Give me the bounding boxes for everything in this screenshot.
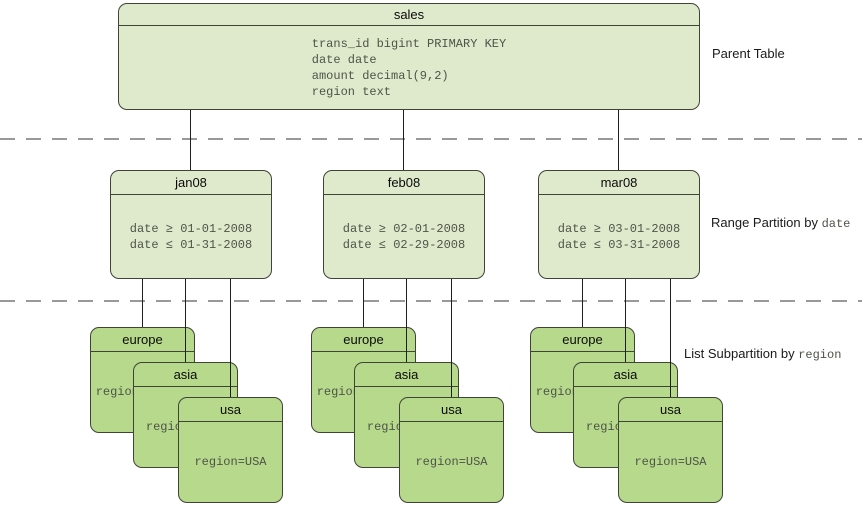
partition-feb08-body: date ≥ 02-01-2008 date ≤ 02-29-2008	[324, 195, 484, 278]
connector-feb08-europe	[363, 279, 364, 327]
subpartition-jan08-usa: usa region=USA	[178, 397, 283, 503]
subpartition-body: region=USA	[179, 422, 282, 502]
connector-mar08-europe	[582, 279, 583, 327]
subpartition-mar08-usa: usa region=USA	[618, 397, 723, 503]
table-sales: sales trans_id bigint PRIMARY KEY date d…	[118, 3, 700, 110]
rule-line: date ≤ 02-29-2008	[342, 237, 466, 252]
list-subpartition-label: List Subpartition by region	[684, 346, 841, 362]
subpartition-title: asia	[574, 363, 677, 387]
partition-jan08: jan08 date ≥ 01-01-2008 date ≤ 01-31-200…	[110, 170, 272, 279]
subpartition-rule: region=USA	[634, 455, 707, 469]
rule-line: date ≤ 03-31-2008	[557, 237, 681, 252]
subpartition-title: usa	[400, 398, 503, 422]
list-subpartition-label-text: List Subpartition by	[684, 346, 799, 361]
field-amount: amount decimal(9,2)	[311, 68, 449, 83]
partition-feb08-title: feb08	[324, 171, 484, 195]
connector-sales-feb08	[403, 110, 404, 170]
connector-jan08-usa	[230, 279, 231, 397]
connector-jan08-asia	[185, 279, 186, 362]
rule-line: date ≥ 03-01-2008	[557, 221, 681, 236]
connector-mar08-asia	[625, 279, 626, 362]
parent-table-label: Parent Table	[712, 46, 785, 61]
field-trans-id: trans_id bigint PRIMARY KEY	[311, 36, 507, 51]
range-partition-label-code: date	[821, 217, 851, 231]
subpartition-title: usa	[619, 398, 722, 422]
field-date: date date	[311, 52, 377, 67]
connector-feb08-asia	[406, 279, 407, 362]
partition-feb08: feb08 date ≥ 02-01-2008 date ≤ 02-29-200…	[323, 170, 485, 279]
partition-mar08-title: mar08	[539, 171, 699, 195]
table-sales-title: sales	[119, 4, 699, 26]
subpartition-title: asia	[355, 363, 458, 387]
dashed-separator-bottom	[0, 300, 862, 302]
subpartition-feb08-usa: usa region=USA	[399, 397, 504, 503]
rule-line: date ≥ 01-01-2008	[129, 221, 253, 236]
subpartition-rule: region=USA	[415, 455, 488, 469]
subpartition-body: region=USA	[400, 422, 503, 502]
connector-jan08-europe	[142, 279, 143, 327]
list-subpartition-label-code: region	[798, 348, 842, 362]
partition-mar08-body: date ≥ 03-01-2008 date ≤ 03-31-2008	[539, 195, 699, 278]
range-partition-label: Range Partition by date	[711, 215, 850, 231]
connector-mar08-usa	[670, 279, 671, 397]
subpartition-body: region=USA	[619, 422, 722, 502]
subpartition-title: asia	[134, 363, 237, 387]
partition-mar08: mar08 date ≥ 03-01-2008 date ≤ 03-31-200…	[538, 170, 700, 279]
connector-feb08-usa	[451, 279, 452, 397]
range-partition-label-text: Range Partition by	[711, 215, 822, 230]
subpartition-title: usa	[179, 398, 282, 422]
rule-line: date ≤ 01-31-2008	[129, 237, 253, 252]
table-sales-body: trans_id bigint PRIMARY KEY date date am…	[119, 26, 699, 109]
connector-sales-mar08	[618, 110, 619, 170]
partition-jan08-body: date ≥ 01-01-2008 date ≤ 01-31-2008	[111, 195, 271, 278]
parent-table-label-text: Parent Table	[712, 46, 785, 61]
partition-jan08-title: jan08	[111, 171, 271, 195]
field-region: region text	[311, 84, 391, 99]
rule-line: date ≥ 02-01-2008	[342, 221, 466, 236]
dashed-separator-top	[0, 138, 862, 140]
subpartition-title: europe	[91, 328, 194, 352]
connector-sales-jan08	[190, 110, 191, 170]
subpartition-title: europe	[312, 328, 415, 352]
subpartition-rule: region=USA	[194, 455, 267, 469]
subpartition-title: europe	[531, 328, 634, 352]
